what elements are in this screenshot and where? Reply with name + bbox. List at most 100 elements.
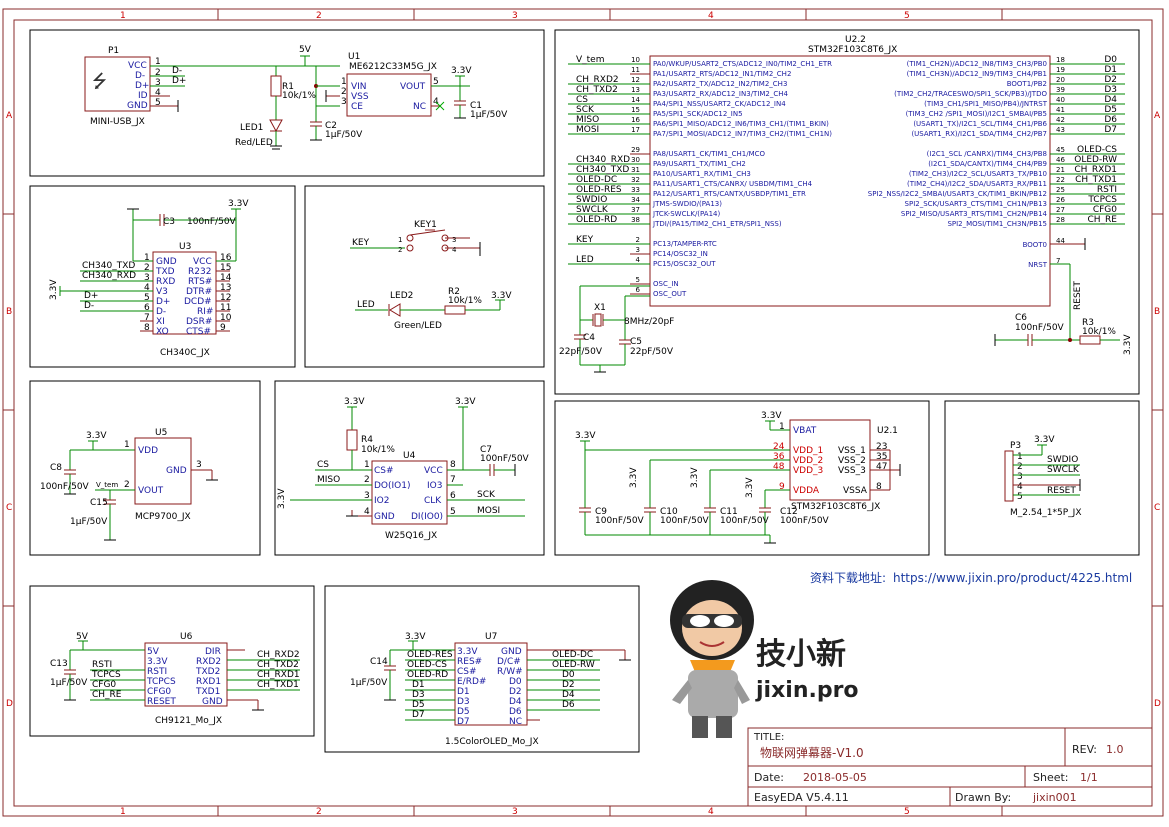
u1-num: 3 — [341, 97, 347, 107]
rev-label: REV: — [1072, 743, 1097, 756]
net-label: D6 — [562, 700, 575, 710]
u4-pin: VCC — [424, 466, 443, 476]
mcu-pin-num: 46 — [1056, 156, 1065, 164]
u3-pin: TXD — [155, 267, 175, 277]
mcu-pin-name: PA3/USART2_RX/ADC12_IN3/TIM2_CH4 — [653, 90, 789, 98]
net-label: RESET — [1047, 486, 1076, 496]
u21-ref: U2.1 — [877, 426, 898, 436]
date-value: 2018-05-05 — [803, 771, 867, 784]
u1-ref: U1 — [348, 52, 360, 62]
u7-pin: CS# — [457, 667, 477, 677]
c5-ref: C5 — [630, 337, 642, 347]
net-label: CH_RXD1 — [1074, 165, 1117, 175]
mcu-pin-num: 12 — [631, 76, 640, 84]
u4-pin: GND — [374, 512, 395, 522]
net-label: V_tem — [576, 55, 605, 65]
u22-name: STM32F103C8T6_JX — [808, 45, 897, 55]
resistor-r4 — [346, 429, 358, 451]
power-3v3-label: 3.3V — [690, 467, 700, 488]
p3-num: 4 — [1017, 482, 1023, 492]
col-label: 5 — [904, 11, 910, 21]
net-label: RESET — [1073, 281, 1083, 310]
u4-num: 6 — [450, 491, 456, 501]
u7-pin: D6 — [509, 707, 522, 717]
u21-pin: VSS_3 — [838, 466, 866, 476]
net-label: SWCLK — [576, 205, 609, 215]
mcu-pin-name: PA11/USART1_CTS/CANRX/ USBDM/TIM1_CH4 — [653, 180, 813, 188]
u7-pin: D/C# — [497, 657, 521, 667]
c10-ref: C10 — [660, 507, 678, 517]
u3-pin: DCD# — [184, 297, 212, 307]
u5-pin: GND — [166, 466, 187, 476]
download-link[interactable]: https://www.jixin.pro/product/4225.html — [893, 571, 1132, 585]
sheet-label: Sheet: — [1033, 771, 1069, 784]
power-3v3-label: 3.3V — [455, 397, 476, 407]
p1-num: 4 — [155, 88, 161, 98]
p1-num: 3 — [155, 78, 161, 88]
u3-num: 15 — [220, 263, 231, 273]
c6-ref: C6 — [1015, 313, 1027, 323]
u7-name: 1.5ColorOLED_Mo_JX — [445, 737, 539, 747]
ethernet-block: 5V C13 1μF/50V U6 5V 3.3V RSTI TCPCS CFG… — [29, 585, 315, 737]
power-3v3-label: 3.3V — [1034, 435, 1055, 445]
u5-ref: U5 — [155, 428, 167, 438]
u6-pin: GND — [202, 697, 223, 707]
u1-num: 1 — [341, 77, 347, 87]
net-label: CH_TXD1 — [257, 680, 299, 690]
c6-val: 100nF/50V — [1015, 323, 1065, 333]
net-label: CFG0 — [1093, 205, 1117, 215]
date-label: Date: — [754, 771, 784, 784]
net-label: D0 — [1104, 55, 1117, 65]
u21-num: 48 — [773, 462, 785, 472]
sheet-frame: 1 2 3 4 5 1 2 3 4 5 A B C D A B C D — [2, 8, 1164, 817]
mcu-u22 — [649, 55, 1051, 307]
c15-val: 1μF/50V — [70, 517, 108, 527]
u4-pin: DI(IO0) — [411, 512, 443, 522]
net-label: OLED-RW — [1074, 155, 1117, 165]
mcu-pin-num: 43 — [1056, 126, 1065, 134]
u3-pins: GND TXD RXD V3 D+ D- XI XO VCC R232 RTS#… — [144, 253, 232, 337]
net-label: CH_TXD2 — [257, 660, 299, 670]
mcu-pin-num: 11 — [631, 66, 640, 74]
mcu-pin-num: 42 — [1056, 116, 1065, 124]
mcu-pin-num: 6 — [636, 286, 641, 294]
mcu-pin-num: 26 — [1056, 196, 1065, 204]
ch340-u3 — [152, 251, 217, 335]
net-label: KEY — [352, 238, 370, 248]
p1-pin: VCC — [128, 61, 147, 71]
header-p3 — [1004, 450, 1014, 502]
col-label: 3 — [512, 11, 518, 21]
mcu-pin-num: 41 — [1056, 106, 1065, 114]
net-label: D3 — [412, 690, 425, 700]
u7-pin: RES# — [457, 657, 482, 667]
p3-ref: P3 — [1010, 441, 1021, 451]
r1-ref: R1 — [282, 82, 294, 92]
u3-name: CH340C_JX — [160, 348, 210, 358]
u3-num: 4 — [144, 283, 150, 293]
u3-pin: D+ — [156, 297, 170, 307]
u3-num: 3 — [144, 273, 150, 283]
mcu-pin-num: 5 — [636, 276, 640, 284]
mcu-pin-name: PA7/SPI1_MOSI/ADC12_IN7/TIM3_CH2/(TIM1_C… — [653, 130, 832, 138]
mcu-pin-name: JTCK-SWCLK/(PA14) — [652, 210, 721, 218]
mcu-pin-name: (USART1_TX)/I2C1_SCL/TIM4_CH1/PB6 — [913, 120, 1047, 128]
u7-pin: E/RD# — [457, 677, 486, 687]
row-label: C — [1154, 503, 1160, 513]
u3-num: 2 — [144, 263, 150, 273]
net-label: CS — [576, 95, 588, 105]
c3-val: 100nF/50V — [187, 217, 237, 227]
col-label: 1 — [120, 11, 126, 21]
u21-pin: VBAT — [793, 426, 817, 436]
u5-num: 1 — [124, 440, 130, 450]
power-3v3-label: 3.3V — [629, 467, 639, 488]
mcu-pin-name: PA4/SPI1_NSS/USART2_CK/ADC12_IN4 — [653, 100, 786, 108]
u3-ref: U3 — [179, 242, 191, 252]
u4-num: 7 — [450, 475, 456, 485]
c7-val: 100nF/50V — [480, 454, 530, 464]
u3-pin: RTS# — [188, 277, 212, 287]
u4-pin: IO3 — [427, 481, 442, 491]
u1-pin: VOUT — [400, 82, 426, 92]
mcu-pin-name: JTDI/(PA15/TIM2_CH1_ETR/SPI1_NSS) — [652, 220, 782, 228]
